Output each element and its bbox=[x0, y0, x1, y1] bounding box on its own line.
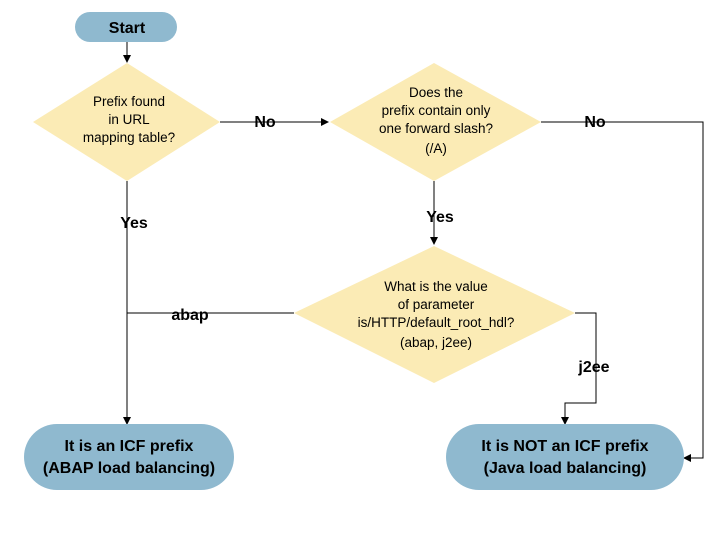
decision-param-text-1: What is the value bbox=[384, 279, 488, 294]
edge-label-param-j2ee: j2ee bbox=[577, 359, 609, 376]
edge-param-j2ee bbox=[561, 312, 597, 425]
decision-slash-text-4: (/A) bbox=[425, 141, 447, 156]
decision-forward-slash bbox=[330, 63, 541, 181]
decision-param-text-2: of parameter bbox=[398, 297, 475, 312]
decision-url-text-2: in URL bbox=[108, 112, 150, 127]
decision-param-text-3: is/HTTP/default_root_hdl? bbox=[358, 315, 515, 330]
decision-param-text-4: (abap, j2ee) bbox=[400, 335, 472, 350]
start-label: Start bbox=[109, 20, 146, 37]
decision-root-handler bbox=[294, 246, 575, 383]
end-icf-prefix-terminal bbox=[24, 424, 234, 490]
end-icf-text-2: (ABAP load balancing) bbox=[43, 460, 215, 477]
edge-label-url-no: No bbox=[254, 114, 276, 131]
connectors bbox=[123, 42, 704, 462]
end-not-icf-prefix-terminal bbox=[446, 424, 684, 490]
end-not-icf-text-1: It is NOT an ICF prefix bbox=[481, 438, 648, 455]
decision-slash-text-1: Does the bbox=[409, 85, 463, 100]
edge-label-param-abap: abap bbox=[171, 307, 209, 324]
end-not-icf-text-2: (Java load balancing) bbox=[484, 460, 647, 477]
decision-slash-text-3: one forward slash? bbox=[379, 121, 493, 136]
decision-url-text-1: Prefix found bbox=[93, 94, 165, 109]
edge-label-slash-no: No bbox=[584, 114, 606, 131]
start-terminal bbox=[75, 12, 177, 42]
end-icf-text-1: It is an ICF prefix bbox=[65, 438, 194, 455]
edge-label-slash-yes: Yes bbox=[426, 209, 454, 226]
edge-slash-no bbox=[541, 121, 704, 462]
edge-label-url-yes: Yes bbox=[120, 215, 148, 232]
decision-url-mapping bbox=[33, 63, 220, 181]
decision-slash-text-2: prefix contain only bbox=[382, 103, 491, 118]
decision-url-text-3: mapping table? bbox=[83, 130, 175, 145]
